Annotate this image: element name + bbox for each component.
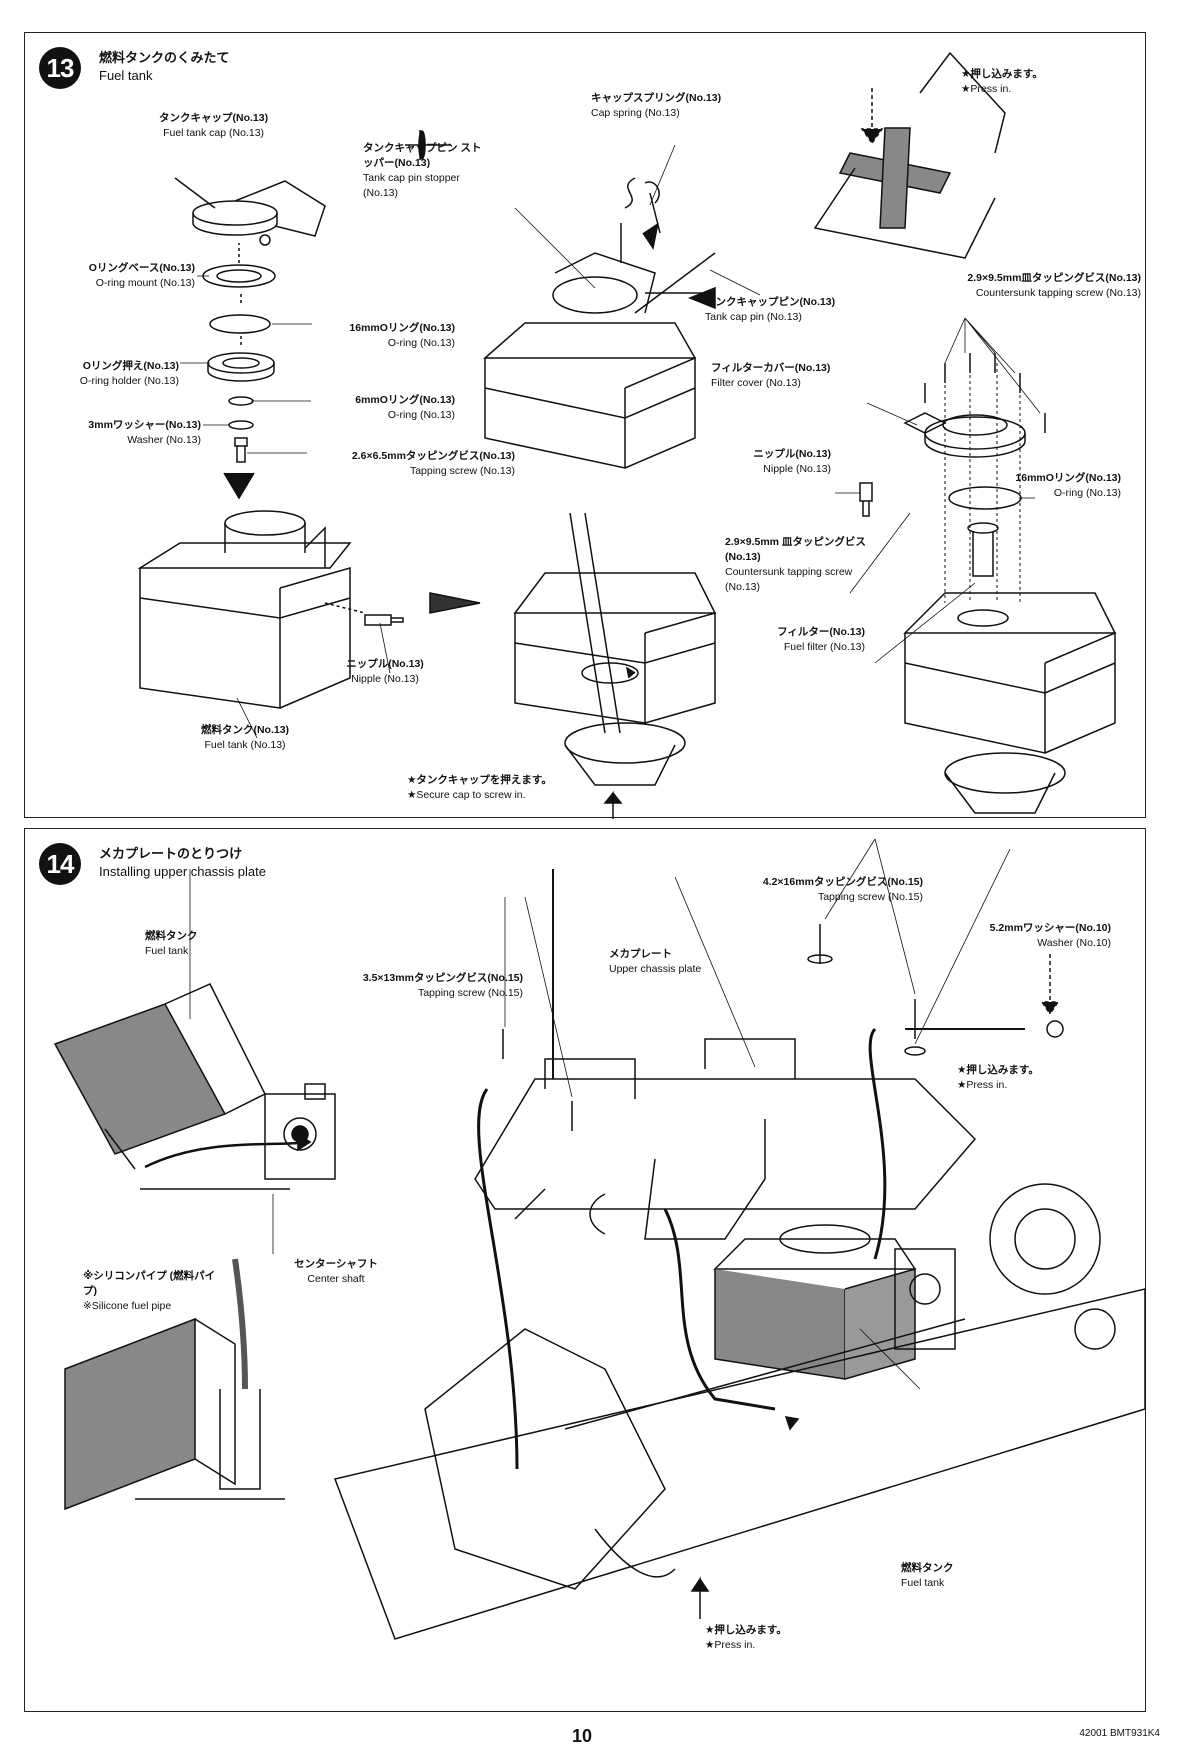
label-tapping-screw-35: 3.5×13mmタッピングビス(No.15) Tapping screw (No… bbox=[362, 972, 523, 999]
label-tank-cap-pin: タンクキャップピン(No.13) Tank cap pin (No.13) bbox=[705, 296, 836, 323]
document-code: 42001 BMT931K4 bbox=[1079, 1728, 1160, 1739]
step-13-title: 燃料タンクのくみたて Fuel tank bbox=[99, 49, 230, 85]
next-arrow-icon bbox=[429, 592, 481, 614]
pin-arrow-icon bbox=[687, 286, 716, 310]
washer-3-drawing bbox=[228, 420, 254, 430]
label-o-ring-holder: Oリング押え(No.13) O-ring holder (No.13) bbox=[79, 360, 179, 387]
page-number: 10 bbox=[572, 1726, 593, 1746]
nipple-right-drawing bbox=[859, 482, 873, 517]
label-o-ring-16-right: 16mmOリング(No.13) O-ring (No.13) bbox=[1015, 472, 1121, 499]
tank-screw-in-drawing bbox=[513, 512, 717, 786]
tank-with-cap-drawing bbox=[483, 252, 716, 469]
label-filter-cover: フィルターカバー(No.13) Filter cover (No.13) bbox=[711, 362, 831, 389]
step-13-panel: 13 燃料タンクのくみたて Fuel tank bbox=[24, 32, 1146, 819]
label-fuel-tank-left: 燃料タンク Fuel tank bbox=[145, 930, 198, 957]
step-13-title-en: Fuel tank bbox=[99, 68, 153, 83]
step-13-illustration bbox=[137, 51, 1117, 819]
o-ring-16-right-drawing bbox=[948, 486, 1022, 510]
cap-spring-drawing bbox=[620, 177, 661, 263]
label-tank-cap-pin-stopper: タンクキャップピン ストッパー(No.13) Tank cap pin stop… bbox=[363, 142, 482, 199]
label-cap-spring: キャップスプリング(No.13) Cap spring (No.13) bbox=[591, 92, 722, 119]
label-tapping-screw-26: 2.6×6.5mmタッピングビス(No.13) Tapping screw (N… bbox=[351, 450, 515, 477]
tapping-screws-drawing bbox=[502, 924, 926, 1131]
step-13-badge: 13 bbox=[39, 47, 81, 89]
tilted-fuel-tank-drawing bbox=[53, 983, 267, 1170]
tapping-screw-drawing bbox=[234, 437, 248, 463]
upper-chassis-plate-drawing bbox=[474, 1038, 977, 1240]
spring-arrow-icon bbox=[642, 222, 659, 250]
label-o-ring-mount: Oリングベース(No.13) O-ring mount (No.13) bbox=[88, 262, 195, 289]
label-press-in-top: ★押し込みます。 ★Press in. bbox=[957, 1064, 1039, 1091]
label-silicone-fuel-pipe: ※シリコンパイプ (燃料パイプ) ※Silicone fuel pipe bbox=[83, 1270, 216, 1312]
label-nipple-right: ニップル(No.13) Nipple (No.13) bbox=[753, 448, 831, 475]
label-countersunk-mid: 2.9×9.5mm 皿タッピングビス(No.13) Countersunk ta… bbox=[725, 536, 866, 593]
filter-cover-drawing bbox=[903, 412, 1026, 458]
label-tapping-screw-42: 4.2×16mmタッピングビス(No.15) Tapping screw (No… bbox=[762, 876, 923, 903]
step-14-panel: 14 メカプレートのとりつけ Installing upper chassis … bbox=[24, 828, 1146, 1712]
nipple-drawing bbox=[364, 614, 404, 626]
label-o-ring-16: 16mmOリング(No.13) O-ring (No.13) bbox=[349, 322, 455, 349]
cap-pin-stopper-drawing bbox=[405, 130, 450, 160]
step-14-badge: 14 bbox=[39, 843, 81, 885]
label-upper-chassis-plate: メカプレート Upper chassis plate bbox=[609, 948, 702, 975]
label-washer-52: 5.2mmワッシャー(No.10) Washer (No.10) bbox=[989, 922, 1111, 949]
label-fuel-filter: フィルター(No.13) Fuel filter (No.13) bbox=[777, 626, 865, 653]
label-press-in-bottom: ★押し込みます。 ★Press in. bbox=[705, 1624, 787, 1651]
step-14-title: メカプレートのとりつけ Installing upper chassis pla… bbox=[99, 845, 266, 881]
o-ring-16-drawing bbox=[209, 314, 271, 334]
label-o-ring-6: 6mmOリング(No.13) O-ring (No.13) bbox=[355, 394, 455, 421]
silicone-pipe-tank-drawing bbox=[64, 1258, 261, 1511]
label-nipple-left: ニップル(No.13) Nipple (No.13) bbox=[346, 658, 424, 685]
press-in-arrow-icon bbox=[860, 88, 884, 146]
press-in-arrow-top-icon bbox=[1040, 954, 1060, 1017]
main-chassis-drawing bbox=[333, 1183, 1146, 1640]
step-14-title-jp: メカプレートのとりつけ bbox=[99, 846, 243, 861]
press-in-arrow-bottom-icon bbox=[690, 1576, 710, 1619]
center-shaft-mount-drawing bbox=[264, 1083, 336, 1180]
label-secure-cap: ★タンクキャップを押えます。 ★Secure cap to screw in. bbox=[407, 774, 552, 801]
label-fuel-tank-right: 燃料タンク Fuel tank bbox=[901, 1562, 954, 1589]
label-press-in: ★押し込みます。 ★Press in. bbox=[961, 68, 1043, 95]
label-tank-cap: タンクキャップ(No.13) Fuel tank cap (No.13) bbox=[159, 112, 269, 139]
o-ring-6-drawing bbox=[228, 396, 254, 406]
step-14-illustration bbox=[53, 838, 1146, 1640]
label-fuel-tank: 燃料タンク(No.13) Fuel tank (No.13) bbox=[200, 724, 290, 751]
step-13-title-jp: 燃料タンクのくみたて bbox=[99, 50, 230, 65]
fuel-tank-drawing bbox=[137, 510, 352, 709]
label-center-shaft: センターシャフト Center shaft bbox=[294, 1258, 378, 1285]
label-washer-3: 3mmワッシャー(No.13) Washer (No.13) bbox=[88, 419, 201, 446]
step-14-title-en: Installing upper chassis plate bbox=[99, 864, 266, 879]
o-ring-holder-drawing bbox=[207, 352, 275, 382]
fuel-tank-installed-drawing bbox=[713, 1224, 917, 1380]
filter-tank-drawing bbox=[903, 592, 1117, 814]
link-rod-drawing bbox=[905, 1020, 1064, 1038]
o-ring-mount-drawing bbox=[202, 264, 276, 288]
fuel-filter-drawing bbox=[967, 522, 999, 577]
cross-wrench-drawing bbox=[813, 51, 1006, 259]
tank-cap-drawing bbox=[174, 177, 326, 246]
secure-arrow-icon bbox=[603, 790, 623, 819]
label-countersunk-top: 2.9×9.5mm皿タッピングビス(No.13) Countersunk tap… bbox=[967, 272, 1141, 299]
